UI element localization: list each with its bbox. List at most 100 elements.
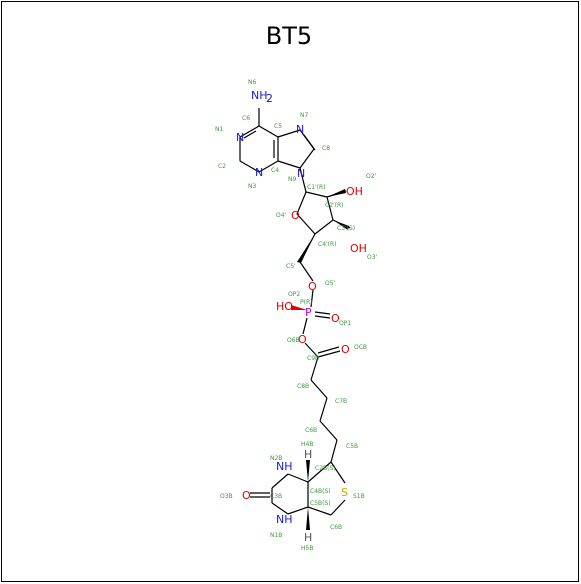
wedge-c3p-o3p	[333, 220, 349, 230]
label-o2p: O2'	[366, 173, 377, 180]
label-h5b: H5B	[301, 545, 313, 552]
label-n7: N7	[300, 112, 308, 119]
atom-h5b: H	[304, 531, 312, 544]
atom-o2p-oh: OH	[346, 185, 363, 198]
bond-c6-c5	[258, 125, 279, 138]
wedge-c4p-c5p	[297, 234, 315, 263]
label-op1: OP1	[339, 320, 351, 327]
label-c5b: C5B	[346, 443, 358, 450]
bond-c9b-ocb-double	[317, 346, 340, 354]
bond-c1p-c2p	[305, 191, 328, 198]
bond-s1b-c6b	[330, 499, 346, 516]
label-o3b: O3B	[220, 493, 233, 500]
bond-n3-c2	[239, 160, 260, 173]
label-op2: OP2	[288, 291, 300, 298]
label-c4: C4	[271, 167, 279, 174]
label-o5p: O5'	[325, 280, 336, 287]
bond-c4-n3	[258, 160, 279, 173]
bond-c4b-s1b	[330, 461, 346, 484]
label-c6b: C6B	[305, 427, 317, 434]
atom-n9: N	[297, 167, 305, 180]
bonds	[239, 108, 351, 516]
label-n9: N9	[288, 176, 296, 183]
label-s1b: S1B	[353, 493, 365, 500]
label-o3p: O3'	[367, 254, 378, 261]
bond-c4b-c3b	[307, 461, 332, 483]
bond-c4p-o4p	[296, 213, 316, 235]
label-o4p: O4'	[276, 212, 287, 219]
label-c2: C2	[218, 163, 226, 170]
label-n3: N3	[248, 183, 256, 190]
bond-n2b-c3b	[271, 473, 289, 489]
label-c3b: C3B	[270, 493, 282, 500]
label-c4p: C4'(R)	[318, 241, 337, 248]
heteroatoms: NH 2 N N N N O OH OH O P HO O O O NH NH …	[236, 89, 367, 544]
atom-ocb: O	[341, 343, 350, 356]
bond-c2p-c3p	[326, 196, 334, 221]
bond-n7-c8-double	[303, 134, 316, 151]
atom-n7: N	[296, 123, 304, 136]
bond-c7b-c6b	[319, 397, 328, 422]
label-c8: C8	[322, 145, 330, 152]
atom-n1: N	[236, 131, 244, 144]
atom-o3p-oh: OH	[350, 242, 367, 255]
bond-c8-n9	[299, 148, 315, 169]
bond-c5b-c4b	[330, 439, 338, 463]
bond-c5p-o5p	[299, 261, 314, 282]
label-h4b: H4B	[301, 441, 313, 448]
label-c3p: C3'(S)	[337, 225, 355, 232]
atom-o6b: O	[298, 333, 307, 346]
bond-c4b-n2b	[287, 473, 309, 483]
bond-n1-c6	[239, 125, 260, 138]
label-n2b: N2B	[270, 455, 282, 462]
molecule-title: BT5	[265, 22, 313, 50]
label-n1b: N1B	[270, 532, 282, 539]
wedge-c2p-o2p	[327, 189, 346, 197]
stereo-wedges	[291, 189, 349, 530]
bond-p-op1	[314, 315, 331, 319]
bond-c6-n1-double	[243, 130, 257, 139]
bond-n1b-c5b2	[287, 506, 309, 515]
label-c5bs: C5B(S)	[310, 500, 331, 507]
bond-c5-n7	[277, 129, 301, 138]
label-c5p: C5'	[286, 263, 296, 270]
bond-o4p-c1p	[296, 191, 307, 215]
bond-n9-c4	[277, 160, 301, 169]
label-c6b-ring: C6B	[330, 524, 342, 531]
atom-n3: N	[255, 166, 263, 179]
atom-o4p: O	[291, 209, 300, 222]
label-c5: C5	[274, 123, 282, 130]
atom-nh2-subscript: 2	[266, 92, 273, 105]
label-c7b: C7B	[335, 398, 347, 405]
bond-c6b-c5b	[319, 420, 338, 441]
atom-h4b: H	[304, 448, 312, 461]
label-o6b: O6B	[287, 337, 300, 344]
wedge-p-op2	[291, 305, 307, 310]
atom-p: P	[305, 306, 312, 319]
atom-n2b: NH	[276, 460, 293, 473]
wedge-h5b	[306, 507, 310, 530]
bond-n9-c1p	[299, 167, 307, 193]
atom-op1: O	[331, 312, 340, 325]
label-c2p: C2'(R)	[325, 202, 344, 209]
bond-o6b-c9b	[304, 342, 319, 358]
bond-c8b-c7b	[310, 379, 328, 399]
label-n1: N1	[215, 126, 223, 133]
bond-c9b-ocb	[317, 350, 341, 358]
label-c4bs: C4B(S)	[310, 488, 331, 495]
atom-o5p: O	[308, 280, 317, 293]
bond-c6b-c5b	[307, 506, 332, 516]
label-c9b: C9B	[307, 355, 319, 362]
atom-op2-ho: HO	[276, 300, 293, 313]
label-c8b: C8B	[297, 383, 309, 390]
label-n6: N6	[248, 79, 256, 86]
label-ocb: OCB	[354, 344, 367, 351]
atom-o3b: O	[242, 489, 251, 502]
atom-n1b: NH	[276, 513, 293, 526]
atom-nh2: NH	[251, 89, 268, 102]
label-c6: C6	[242, 115, 250, 122]
label-c1p: C1'(R)	[307, 184, 326, 191]
atom-s1b: S	[341, 486, 348, 499]
